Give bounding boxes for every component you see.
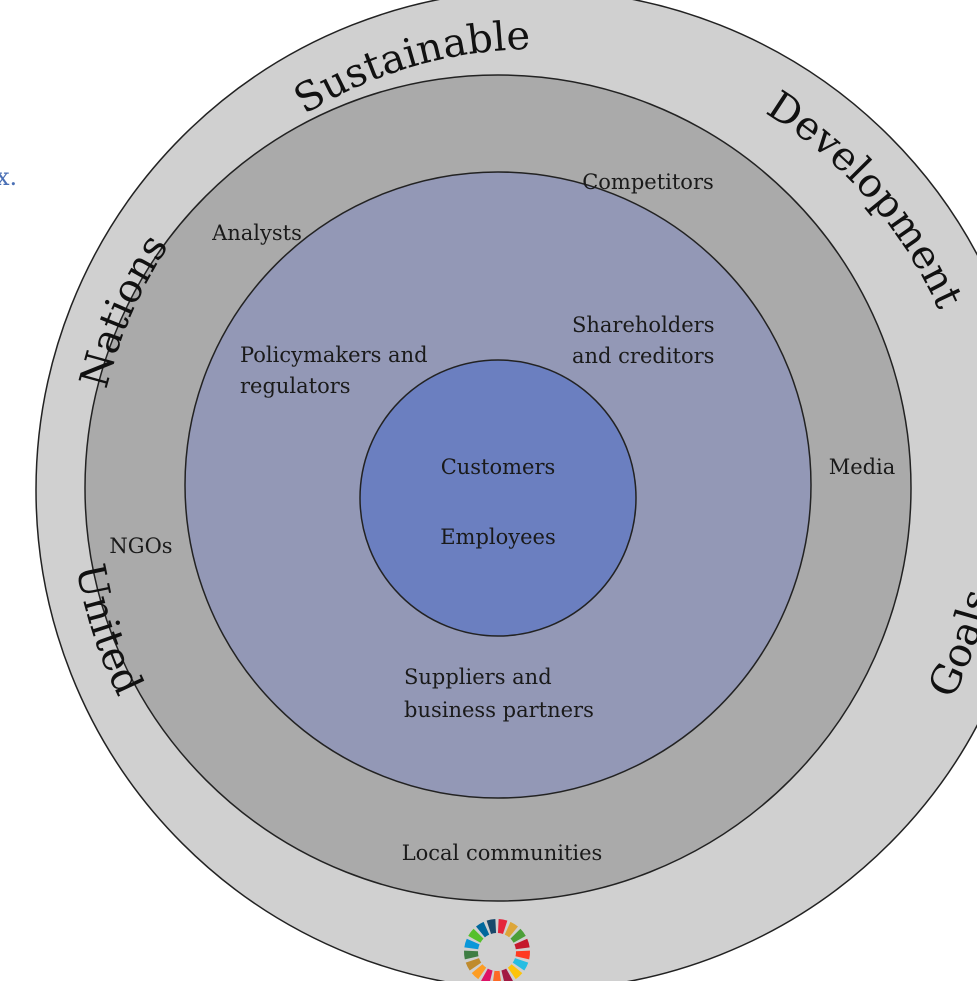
sdg-wheel-segment — [481, 968, 493, 981]
stakeholder-ngos: NGOs — [109, 534, 172, 558]
sdg-wheel-segment — [464, 950, 479, 960]
stakeholder-shareholders-line1: Shareholders — [572, 313, 714, 337]
sdg-wheel-segment — [465, 958, 482, 971]
clipped-text-fragment: x. — [0, 163, 17, 191]
sdg-wheel-segment — [471, 964, 487, 980]
stakeholder-competitors: Competitors — [582, 170, 714, 194]
stakeholder-suppliers-line1: Suppliers and — [404, 665, 552, 689]
sdg-wheel-segment — [510, 928, 526, 943]
stakeholder-employees: Employees — [440, 525, 556, 549]
core-circle — [359, 359, 637, 637]
sdg-wheel-segment — [504, 921, 518, 938]
stakeholder-customers: Customers — [441, 455, 556, 479]
stakeholder-shareholders-line2: and creditors — [572, 344, 714, 368]
stakeholder-policymakers-line1: Policymakers and — [240, 343, 428, 367]
sdg-wheel-segment — [501, 968, 513, 981]
stakeholder-policymakers-line2: regulators — [240, 374, 351, 398]
sdg-wheel-segment — [486, 919, 497, 934]
sdg-wheel-segment — [493, 970, 501, 981]
sdg-wheel-segment — [476, 921, 490, 938]
sdg-color-wheel-icon — [464, 919, 530, 981]
stakeholder-suppliers-line2: business partners — [404, 698, 594, 722]
sdg-wheel-segment — [497, 919, 508, 934]
sdg-wheel-segment — [468, 928, 484, 943]
sdg-wheel-segment — [515, 950, 530, 960]
sdg-wheel-segment — [514, 938, 530, 950]
stakeholder-media: Media — [829, 455, 896, 479]
sdg-wheel-segment — [464, 938, 480, 950]
sdg-wheel-segment — [512, 958, 529, 971]
stakeholder-analysts: Analysts — [211, 221, 302, 245]
sdg-wheel-segment — [507, 964, 523, 980]
stakeholder-local-communities: Local communities — [402, 841, 603, 865]
